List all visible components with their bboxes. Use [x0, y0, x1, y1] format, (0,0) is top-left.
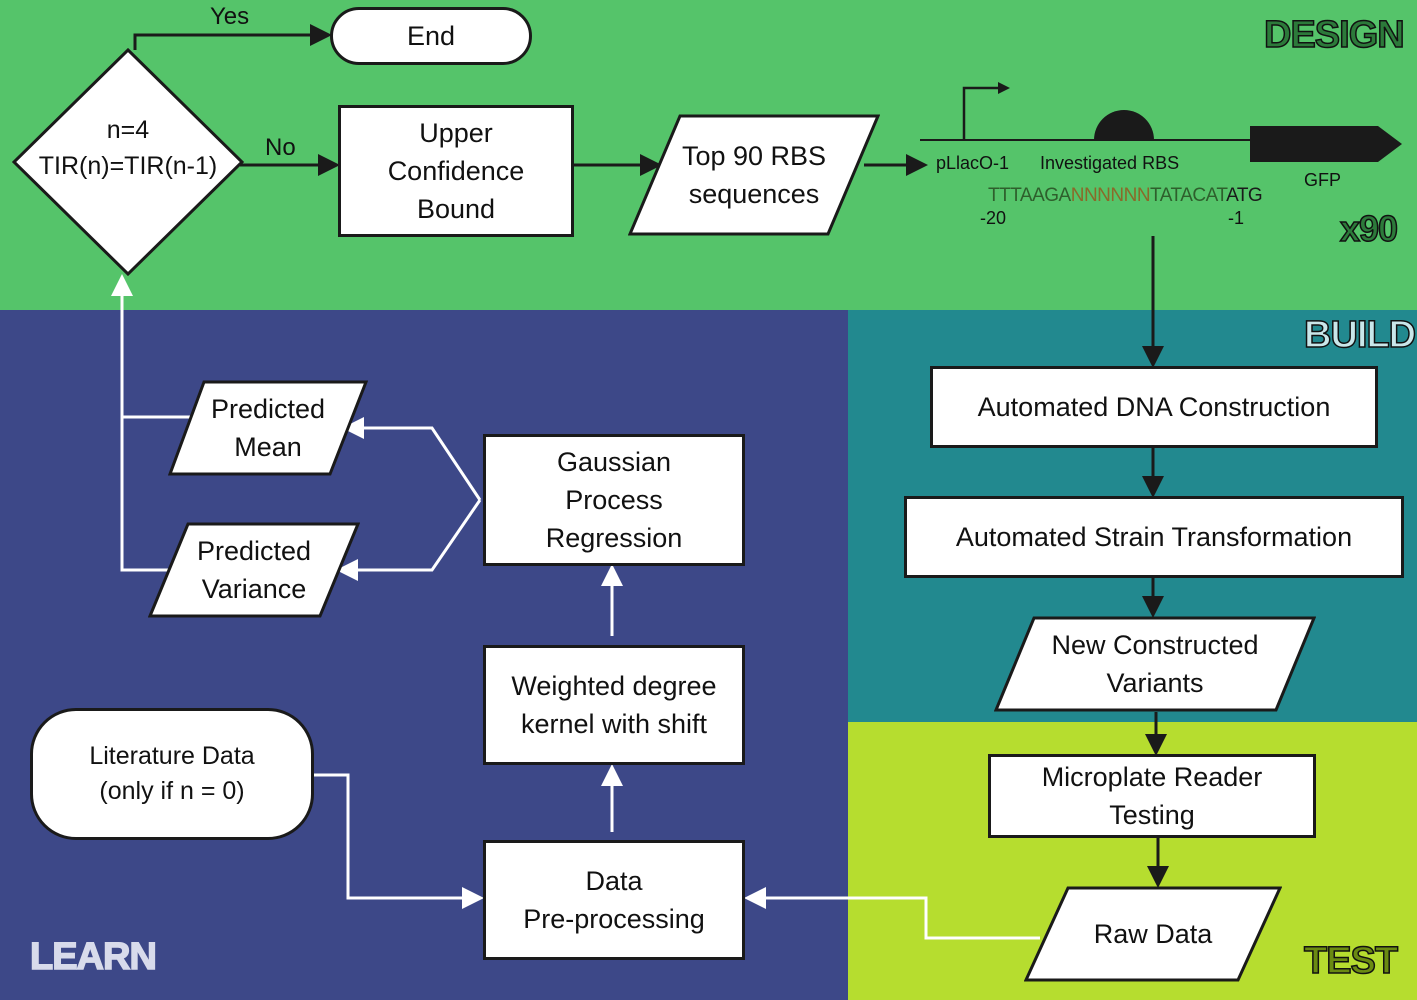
gene-arrow-icon [1250, 126, 1402, 162]
test-label: TEST [1303, 939, 1399, 983]
edge-yes [133, 24, 332, 50]
gpr-node: Gaussian Process Regression [483, 434, 745, 566]
new-variants-label: New Constructed Variants [1051, 630, 1259, 698]
top90-label: Top 90 RBS sequences [681, 141, 827, 209]
promoter-arrow-icon [962, 86, 1000, 140]
learn-label: LEARN [29, 935, 157, 979]
design-label: DESIGN [1263, 13, 1405, 57]
literature-node: Literature Data (only if n = 0) [30, 708, 314, 840]
decision-label: n=4 TIR(n)=TIR(n-1) [38, 116, 218, 180]
end-node: End [330, 7, 532, 65]
rbs-label: Investigated RBS [1040, 153, 1180, 173]
build-label: BUILD [1303, 313, 1417, 357]
microplate-node: Microplate Reader Testing [988, 754, 1316, 838]
pred-mean-label: Predicted Mean [210, 394, 326, 462]
strain-transformation-node: Automated Strain Transformation [904, 496, 1404, 578]
pred-variance-label: Predicted Variance [196, 536, 312, 604]
kernel-node: Weighted degree kernel with shift [483, 645, 745, 765]
seq-pos-start: -20 [980, 208, 1007, 228]
rbs-sequence: TTTAAGANNNNNNTATACATATG [988, 185, 1263, 207]
pred-variance-node: Predicted Variance [148, 522, 360, 618]
rbs-construct-graphic [920, 82, 1402, 162]
edge-raw-preprocessing [744, 887, 1040, 940]
edge-literature-preprocessing [314, 773, 484, 909]
rbs-icon [1094, 110, 1154, 140]
seq-variable: NNNNNN [1070, 185, 1151, 206]
ucb-node: Upper Confidence Bound [338, 105, 574, 237]
seq-pos-end: -1 [1228, 208, 1245, 228]
edge-yes-label: Yes [210, 3, 250, 30]
preprocessing-node: Data Pre-processing [483, 840, 745, 960]
gene-label: GFP [1304, 170, 1342, 190]
promoter-label: pLlacO-1 [936, 153, 1010, 173]
raw-data-label: Raw Data [1093, 919, 1213, 949]
new-variants-node: New Constructed Variants [994, 616, 1316, 712]
edge-gpr-mean [342, 417, 482, 501]
seq-prefix: TTTAAGA [988, 185, 1071, 206]
seq-start: ATG [1226, 185, 1263, 206]
edge-gpr-variance [336, 499, 482, 581]
decision-diamond [12, 48, 244, 276]
dna-construction-node: Automated DNA Construction [930, 366, 1378, 448]
raw-data-node: Raw Data [1024, 886, 1282, 982]
pred-mean-node: Predicted Mean [168, 380, 368, 476]
multiplier-label: x90 [1339, 207, 1399, 250]
top90-node: Top 90 RBS sequences [628, 114, 880, 236]
edge-variance-decision [111, 274, 170, 572]
edge-no-label: No [265, 134, 296, 161]
seq-suffix: TATACAT [1150, 185, 1227, 206]
